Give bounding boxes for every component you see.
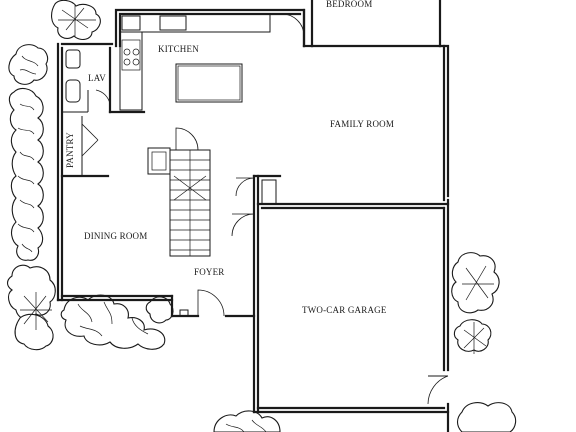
- shrub-left-1: [8, 44, 49, 85]
- room-label-top: BEDROOM: [326, 0, 373, 9]
- room-label-foyer: FOYER: [194, 267, 225, 277]
- hedge-left: [8, 87, 44, 261]
- shrub-bottom-left: [6, 264, 56, 351]
- room-label-kitchen: KITCHEN: [158, 44, 199, 54]
- exterior-walls: [56, 0, 450, 318]
- room-label-family-room: FAMILY ROOM: [330, 119, 395, 129]
- door-swings: [95, 13, 449, 405]
- room-label-dining-room: DINING ROOM: [84, 231, 148, 241]
- room-label-pantry: PANTRY: [65, 132, 75, 168]
- staircase: [147, 147, 211, 257]
- shrub-top-left: [51, 0, 101, 41]
- shrub-bottom-right: [213, 402, 517, 432]
- room-label-garage: TWO-CAR GARAGE: [302, 305, 387, 315]
- shrub-bottom-row: [60, 294, 174, 350]
- interior-walls: [252, 174, 450, 432]
- shrub-right: [451, 252, 500, 354]
- kitchen-island: [175, 63, 243, 103]
- room-label-lav: LAV: [88, 73, 106, 83]
